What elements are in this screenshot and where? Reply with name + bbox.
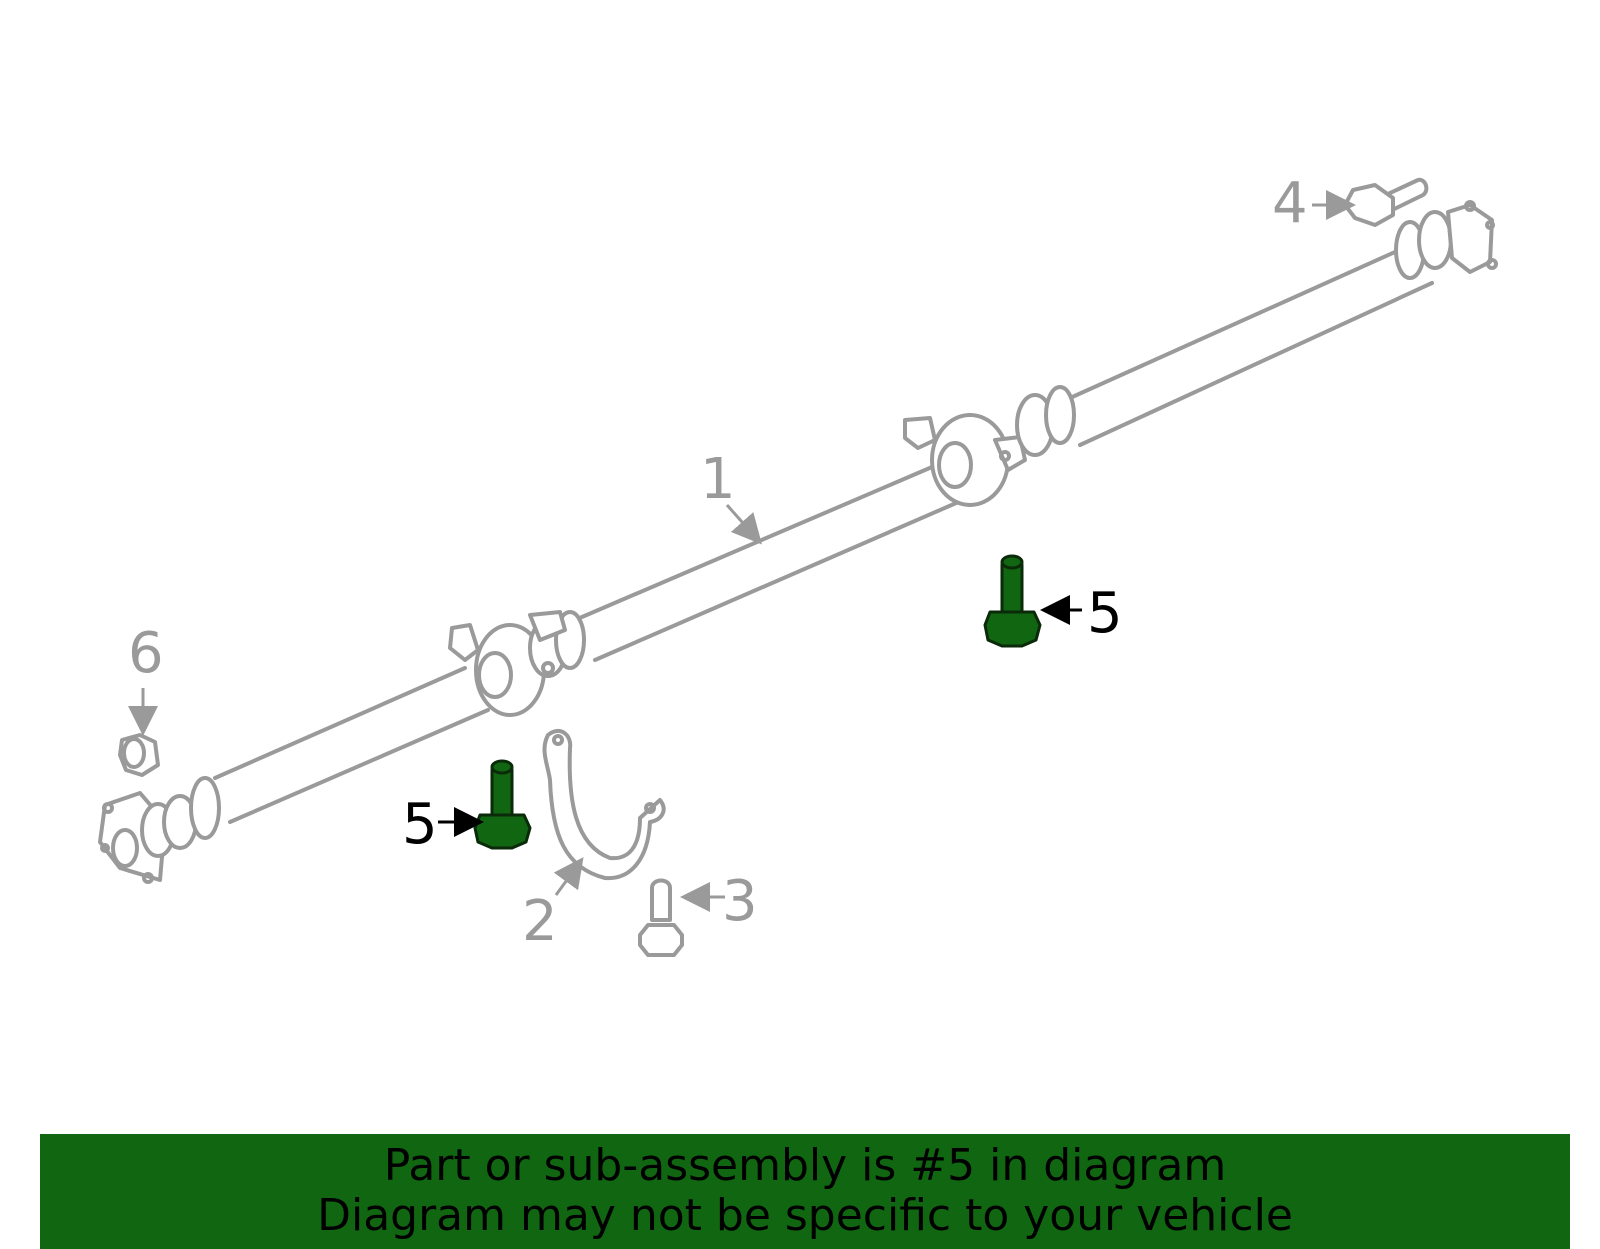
banner-line-1: Part or sub-assembly is #5 in diagram	[383, 1140, 1227, 1191]
bolt-part-5-lower	[473, 759, 532, 850]
bolt-part-5-upper	[983, 554, 1042, 648]
callout-4: 4	[1272, 171, 1308, 236]
leader-lines	[128, 190, 1356, 912]
propeller-shaft	[98, 200, 1498, 884]
bolt-part-3	[638, 878, 684, 957]
support-bracket	[542, 728, 666, 881]
bolt-part-4	[1343, 177, 1429, 227]
nut-part-6	[118, 733, 160, 777]
callout-3: 3	[722, 869, 758, 934]
callout-6: 6	[128, 621, 164, 686]
banner-line-2: Diagram may not be specific to your vehi…	[317, 1190, 1293, 1241]
info-banner: Part or sub-assembly is #5 in diagram Di…	[40, 1134, 1570, 1249]
callout-2: 2	[522, 889, 558, 954]
callout-1: 1	[700, 447, 736, 512]
callout-5-upper: 5	[1087, 581, 1123, 646]
callout-5-lower: 5	[402, 792, 438, 857]
